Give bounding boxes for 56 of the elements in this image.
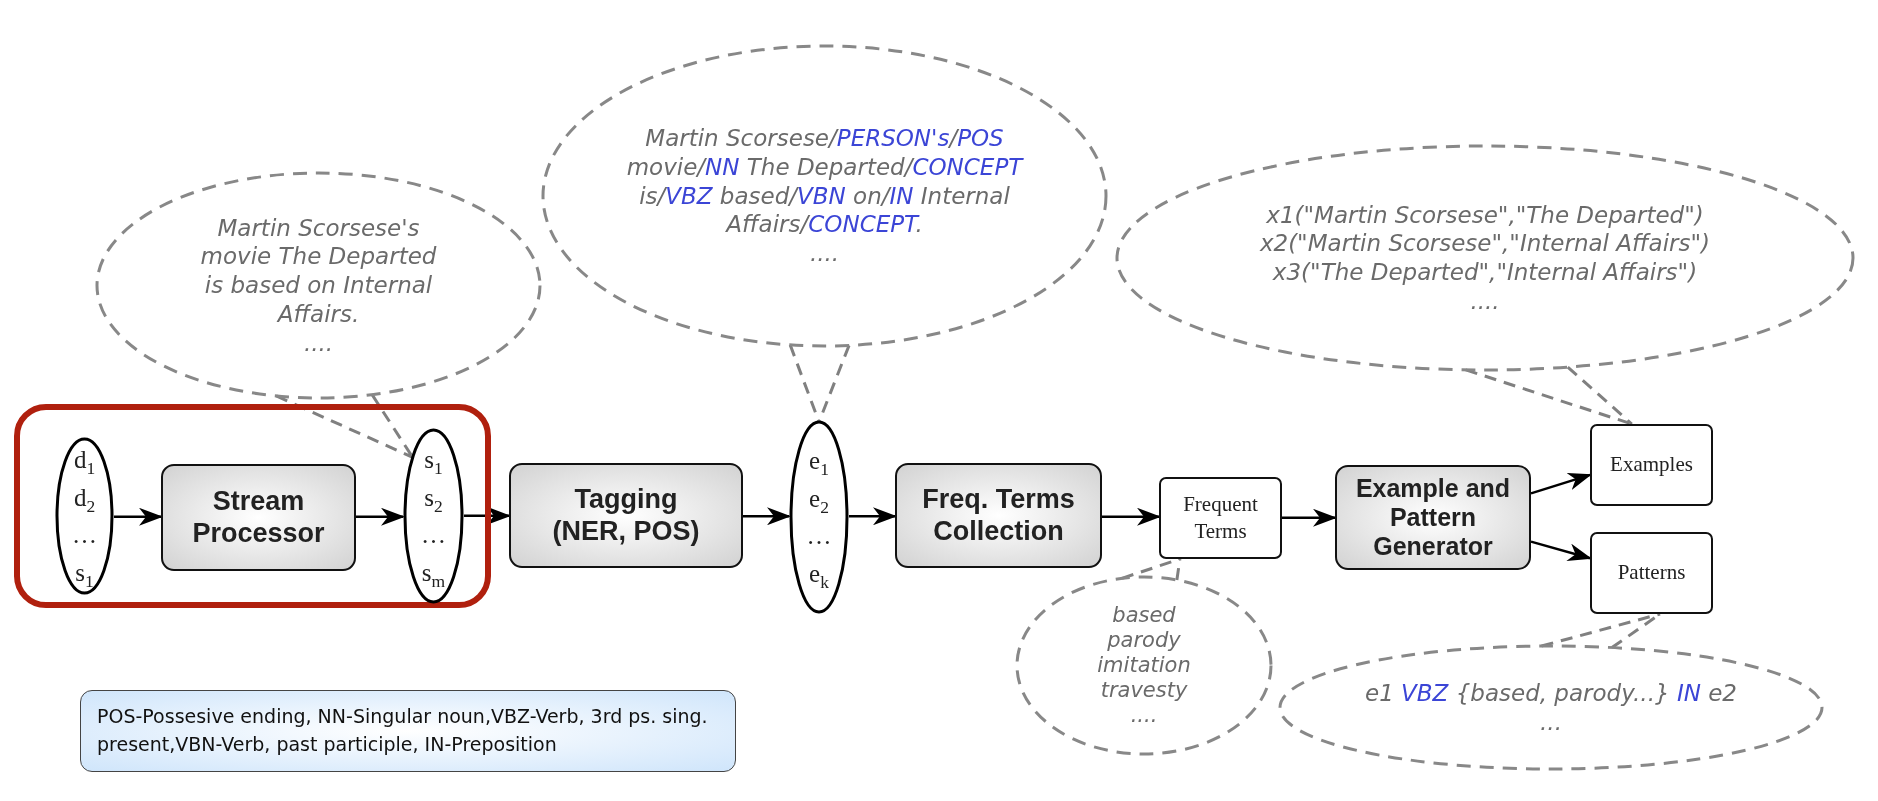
bubble-text: ...	[1540, 707, 1562, 737]
bubble-text: ....	[1130, 703, 1158, 729]
note-box	[80, 690, 736, 772]
bubble-text: Martin Scorsese's movie The Departed is based on Internal Affairs.	[199, 213, 438, 329]
process-box	[509, 463, 743, 568]
arrow	[1530, 540, 1592, 561]
arrow	[743, 507, 791, 526]
sequence-ellipse	[789, 420, 849, 614]
process-box	[1335, 465, 1531, 570]
sequence-ellipse	[55, 437, 114, 595]
box-label: Example and Pattern Generator	[1354, 474, 1512, 561]
output-box	[1159, 477, 1282, 559]
bubble-text: x1("Martin Scorsese","The Departed")	[1266, 200, 1704, 230]
speech-bubble	[541, 44, 1108, 348]
output-box	[1590, 532, 1713, 614]
arrow	[114, 507, 163, 526]
arrow	[1282, 508, 1337, 527]
output-box	[1590, 424, 1713, 506]
bubble-text: parody	[1107, 627, 1181, 653]
box-label: Frequent Terms	[1182, 490, 1259, 545]
box-label: Tagging (NER, POS)	[551, 484, 701, 547]
arrow	[1530, 472, 1592, 495]
callout-pointer	[274, 393, 415, 459]
process-box	[895, 463, 1102, 568]
sequence-ellipse	[403, 428, 464, 604]
bubble-text: ....	[809, 239, 840, 268]
bubble-text: imitation	[1097, 652, 1191, 679]
bubble-text: based	[1112, 602, 1176, 628]
speech-bubble	[1115, 144, 1855, 372]
highlight-frame	[14, 404, 491, 608]
speech-bubble	[1015, 575, 1273, 756]
sequence-label: e$_{1}$ e$_{2}$ … e$_{k}$	[806, 446, 832, 592]
box-label: Patterns	[1617, 559, 1686, 587]
box-label: Examples	[1610, 451, 1693, 479]
bubble-text: ....	[303, 328, 334, 358]
note-text: POS-Possesive ending, NN-Singular noun,VBZ-Verb, 3rd ps. sing. present,VBN-Verb, past participle, IN-Preposition	[97, 704, 709, 757]
speech-bubble	[95, 171, 542, 400]
callout-pointer	[788, 343, 851, 424]
process-box	[161, 464, 356, 571]
arrow	[849, 507, 897, 526]
arrow	[464, 506, 511, 525]
sequence-label: d$_{1}$ d$_{2}$ … s$_{1}$	[72, 445, 97, 591]
bubble-text: e1 VBZ {based, parody...} IN e2	[1365, 678, 1737, 708]
bubble-text: ....	[1470, 286, 1500, 316]
bubble-text: x3("The Departed","Internal Affairs")	[1272, 258, 1698, 287]
bubble-text: x2("Martin Scorsese","Internal Affairs")	[1259, 229, 1711, 258]
arrow	[1102, 507, 1161, 526]
box-label: Freq. Terms Collection	[921, 484, 1076, 547]
box-label: Stream Processor	[191, 486, 326, 549]
sequence-label: s$_{1}$ s$_{2}$ … s$_{m}$	[421, 445, 446, 591]
speech-bubble	[1278, 644, 1824, 771]
bubble-text: Martin Scorsese/PERSON's/POS movie/NN The Departed/CONCEPT is/VBZ based/VBN on/IN Internal Affairs/CONCEPT.	[625, 124, 1025, 240]
bubble-text: travesty	[1100, 678, 1188, 704]
callout-pointer	[1464, 365, 1634, 426]
callout-pointer	[1120, 557, 1182, 582]
arrow	[356, 507, 405, 526]
